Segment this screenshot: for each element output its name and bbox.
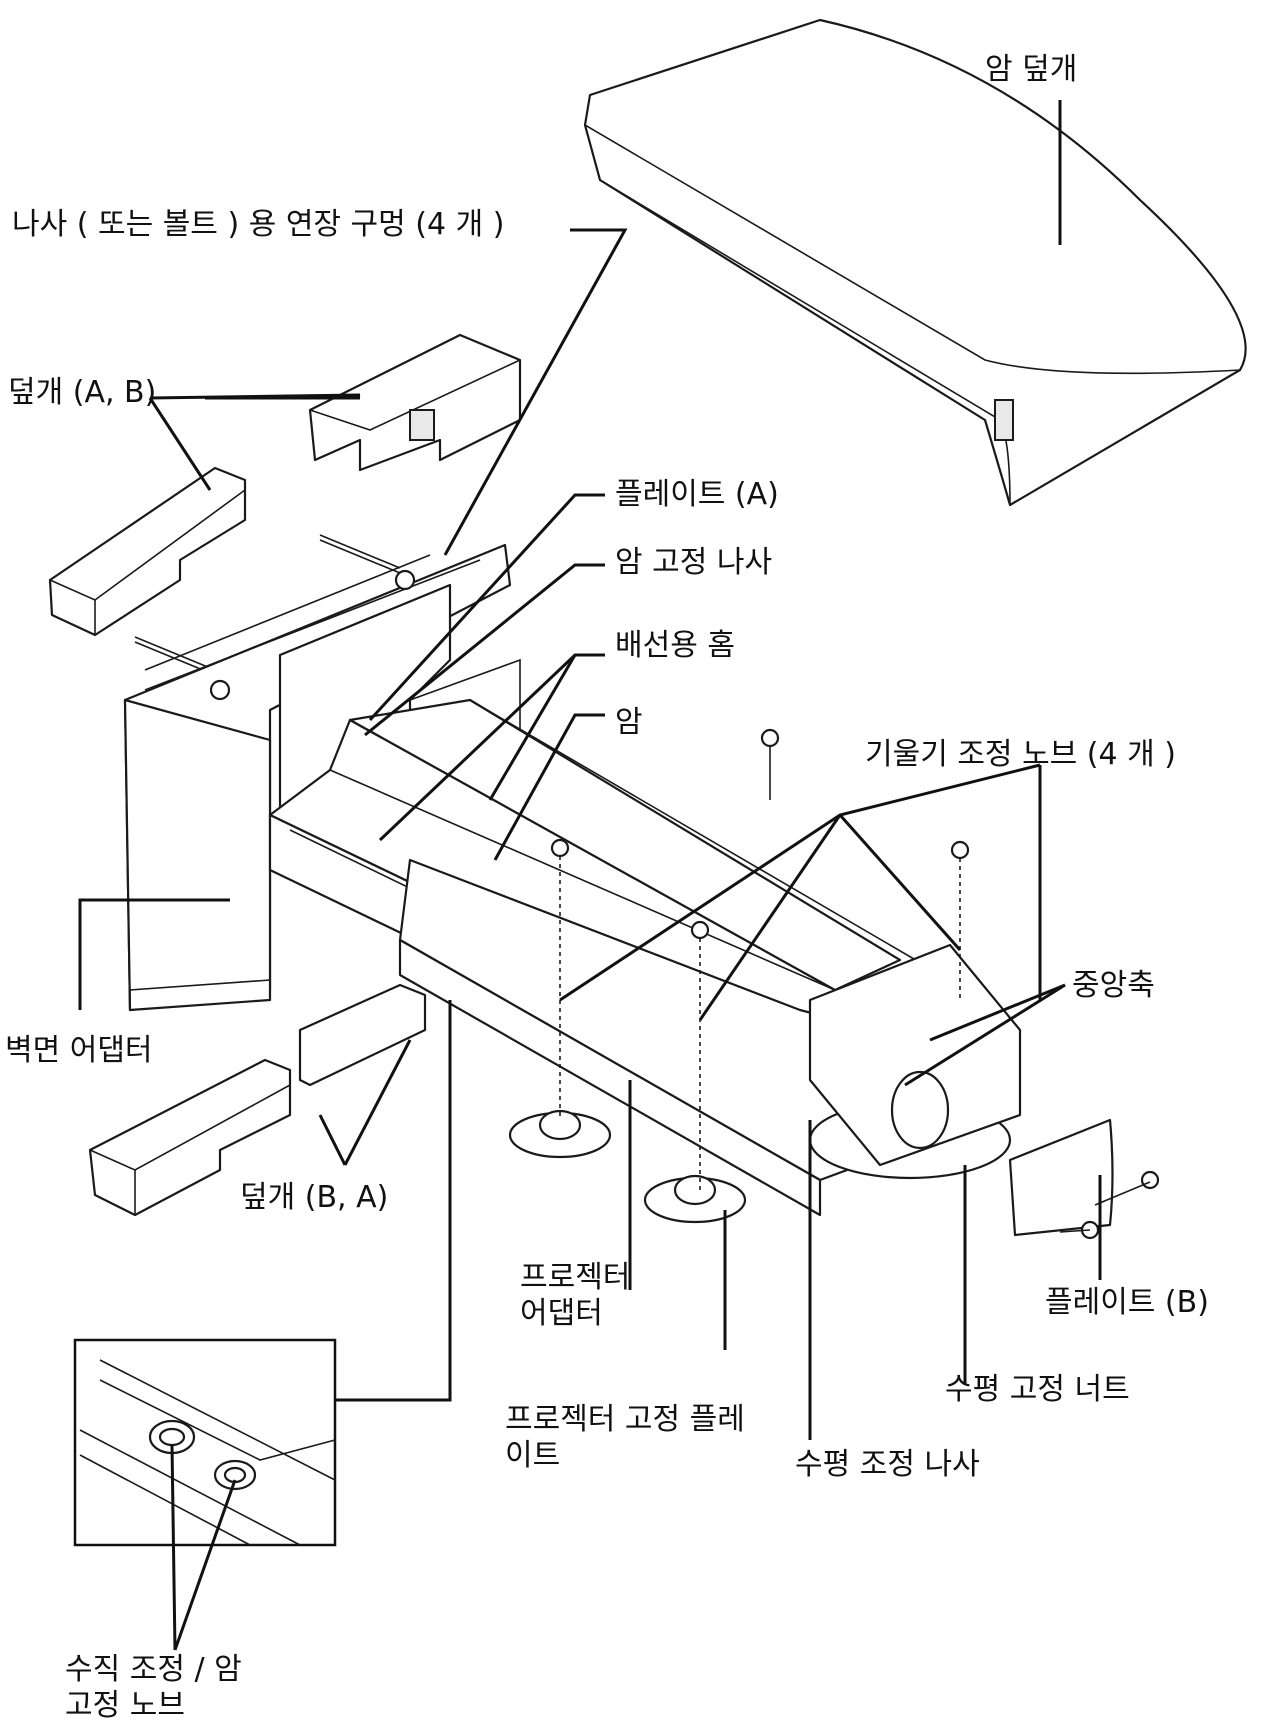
cover-lower-parts [88, 983, 427, 1217]
leader-lines [78, 100, 1102, 1651]
label-arm-cover: 암 덮개 [985, 52, 1078, 87]
label-arm: 암 [615, 705, 643, 740]
arm-cover-part [583, 18, 1247, 507]
label-horizontal-fix-nut: 수평 고정 너트 [945, 1372, 1130, 1407]
label-vertical-adjust-knob: 수직 조정 / 암 고정 노브 [65, 1652, 242, 1723]
label-screw-holes: 나사 ( 또는 볼트 ) 용 연장 구멍 (4 개 ) [12, 207, 505, 242]
label-covers-ba: 덮개 (B, A) [240, 1180, 389, 1215]
label-horizontal-adjust-screw: 수평 조정 나사 [795, 1447, 980, 1482]
inset-detail [73, 1338, 337, 1547]
label-projector-adapter: 프로젝터 어댑터 [520, 1260, 631, 1331]
label-wall-adapter: 벽면 어댑터 [5, 1033, 153, 1068]
label-wiring-groove: 배선용 홈 [615, 628, 735, 663]
mounting-screws [134, 534, 401, 676]
label-plate-b: 플레이트 (B) [1045, 1285, 1209, 1320]
center-shaft-part [808, 943, 1160, 1240]
label-tilt-knob: 기울기 조정 노브 (4 개 ) [865, 737, 1176, 772]
label-covers-ab: 덮개 (A, B) [8, 375, 157, 410]
label-center-shaft: 중앙축 [1072, 968, 1155, 1003]
cover-upper-right-part [308, 333, 522, 472]
label-arm-fix-screw: 암 고정 나사 [615, 545, 773, 580]
tilt-knob-screws [550, 728, 970, 1190]
cover-upper-left-part [48, 466, 247, 637]
label-projector-fix-plate: 프로젝터 고정 플레이트 [505, 1402, 745, 1473]
label-plate-a: 플레이트 (A) [615, 477, 779, 512]
